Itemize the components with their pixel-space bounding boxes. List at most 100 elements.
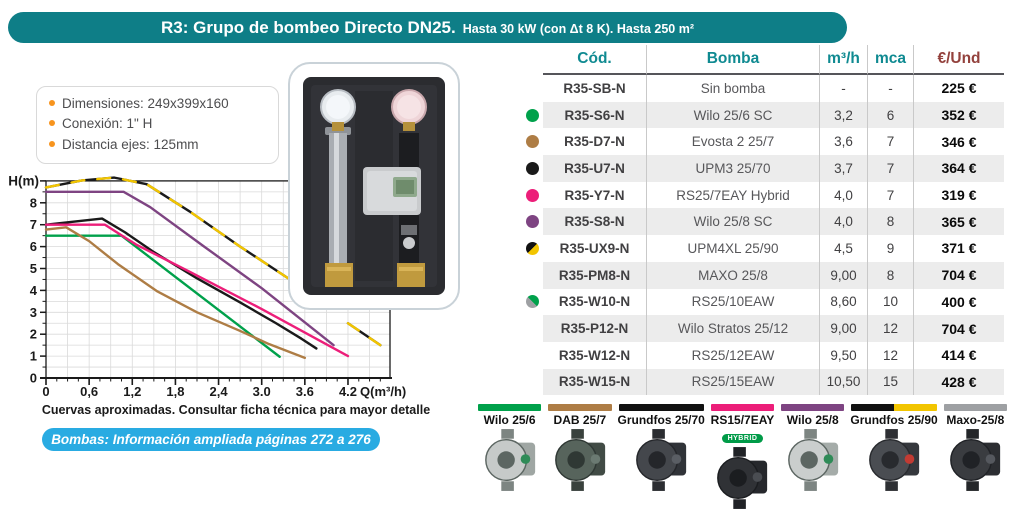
svg-text:3: 3 bbox=[30, 305, 37, 320]
cell-price: 704 € bbox=[914, 315, 1004, 342]
cell-pump: UPM3 25/70 bbox=[647, 155, 820, 182]
pump-icon bbox=[787, 429, 838, 491]
dot-column-spacer bbox=[521, 45, 543, 75]
cell-code: R35-Y7-N bbox=[543, 181, 647, 209]
gallery-item: Maxo-25/8 bbox=[943, 404, 1008, 509]
pump-color-cell bbox=[521, 262, 543, 289]
pump-color-cell bbox=[521, 289, 543, 316]
svg-text:6: 6 bbox=[30, 239, 37, 254]
pump-icon bbox=[950, 429, 1001, 491]
cell-code: R35-S6-N bbox=[543, 101, 647, 129]
cell-pump: Wilo 25/8 SC bbox=[647, 208, 820, 236]
column-header-bomba: Bomba bbox=[647, 45, 820, 75]
cell-code: R35-PM8-N bbox=[543, 261, 647, 289]
pump-color-bar bbox=[710, 404, 775, 411]
pump-label: Grundfos 25/90 bbox=[850, 413, 938, 427]
cell-mca: 12 bbox=[868, 341, 914, 369]
cell-price: 371 € bbox=[941, 240, 977, 257]
cell-pump: RS25/12EAW bbox=[647, 341, 820, 369]
cell-mca: 15 bbox=[868, 368, 914, 396]
cell-flow: 9,50 bbox=[820, 341, 868, 369]
svg-text:2,4: 2,4 bbox=[210, 384, 229, 399]
hybrid-badge: HYBRID bbox=[721, 434, 764, 443]
gallery-item: Grundfos 25/90 bbox=[850, 404, 938, 509]
cell-pump: RS25/7EAY Hybrid bbox=[647, 181, 820, 209]
cell-code: R35-W15-N bbox=[543, 368, 647, 396]
cell-flow: 8,60 bbox=[820, 288, 868, 316]
cell-code: R35-U7-N bbox=[543, 155, 647, 182]
column-header-flow: m³/h bbox=[820, 45, 868, 75]
svg-text:2: 2 bbox=[30, 327, 37, 342]
cell-code: R35-D7-N bbox=[543, 128, 647, 156]
pump-color-dot-icon bbox=[525, 135, 539, 149]
spec-item: Conexión: 1" H bbox=[49, 114, 268, 134]
svg-text:7: 7 bbox=[30, 217, 37, 232]
svg-text:H(m): H(m) bbox=[8, 173, 39, 188]
pump-color-cell bbox=[521, 75, 543, 102]
pump-color-dot-icon bbox=[525, 108, 539, 122]
svg-text:Q(m³/h): Q(m³/h) bbox=[360, 384, 406, 399]
cell-code: R35-W12-N bbox=[543, 341, 647, 369]
column-header-mca: mca bbox=[868, 45, 914, 75]
pump-color-dot-icon bbox=[525, 188, 539, 202]
pump-color-dot-icon bbox=[525, 241, 539, 255]
spec-item-label: Dimensiones: 249x399x160 bbox=[62, 96, 229, 111]
gallery-item: Wilo 25/6 bbox=[477, 404, 542, 509]
cell-flow: 10,50 bbox=[820, 368, 868, 396]
pump-color-cell bbox=[521, 128, 543, 155]
pump-label: Maxo-25/8 bbox=[946, 413, 1005, 427]
product-photo bbox=[303, 77, 445, 295]
svg-text:4.2: 4.2 bbox=[339, 384, 357, 399]
pump-photo bbox=[477, 429, 542, 491]
pump-photo bbox=[850, 429, 937, 491]
cell-mca: 10 bbox=[868, 288, 914, 316]
cell-price: 414 € bbox=[941, 347, 977, 364]
pump-photo bbox=[943, 429, 1008, 491]
chart-note: Cuervas aproximadas. Consultar ficha téc… bbox=[41, 403, 431, 417]
cell-pump: Wilo Stratos 25/12 bbox=[647, 315, 820, 342]
cell-price: 319 € bbox=[941, 187, 977, 204]
svg-text:3.0: 3.0 bbox=[253, 384, 271, 399]
column-header-price: €/Und bbox=[914, 45, 1004, 75]
cell-price: 346 € bbox=[941, 133, 977, 150]
pump-color-bar bbox=[943, 404, 1007, 411]
pump-color-dot-icon bbox=[525, 215, 539, 229]
svg-text:0: 0 bbox=[30, 371, 37, 386]
pump-color-bar bbox=[478, 404, 542, 411]
cell-code: R35-P12-N bbox=[543, 315, 647, 342]
cell-code: R35-W10-N bbox=[543, 288, 647, 316]
pump-label: Grundfos 25/70 bbox=[617, 413, 705, 427]
pump-color-bar bbox=[618, 404, 704, 411]
bullet-icon bbox=[49, 140, 55, 147]
cell-flow: 3,6 bbox=[820, 128, 868, 156]
pump-color-cell bbox=[521, 155, 543, 182]
cell-price: 400 € bbox=[941, 293, 977, 310]
pump-color-cell bbox=[521, 342, 543, 369]
info-badge: Bombas: Información ampliada páginas 272… bbox=[42, 428, 380, 451]
spec-item-label: Conexión: 1" H bbox=[62, 116, 153, 132]
cell-price: 364 € bbox=[914, 155, 1004, 182]
pump-label: Wilo 25/6 bbox=[483, 413, 536, 427]
pump-color-bar bbox=[851, 404, 937, 411]
pump-color-cell bbox=[521, 182, 543, 209]
cell-code: R35-SB-N bbox=[543, 75, 647, 102]
cell-mca: 6 bbox=[868, 101, 914, 129]
pump-photo bbox=[780, 429, 845, 491]
cell-price: 428 € bbox=[914, 368, 1004, 396]
cell-price: 352 € bbox=[914, 101, 1004, 129]
pump-color-cell bbox=[521, 315, 543, 342]
cell-mca: 8 bbox=[868, 208, 914, 236]
page-title: R3: Grupo de bombeo Directo DN25. bbox=[161, 18, 456, 37]
cell-flow: 9,00 bbox=[820, 261, 868, 289]
pump-color-cell bbox=[521, 235, 543, 262]
cell-mca: 9 bbox=[868, 235, 914, 262]
